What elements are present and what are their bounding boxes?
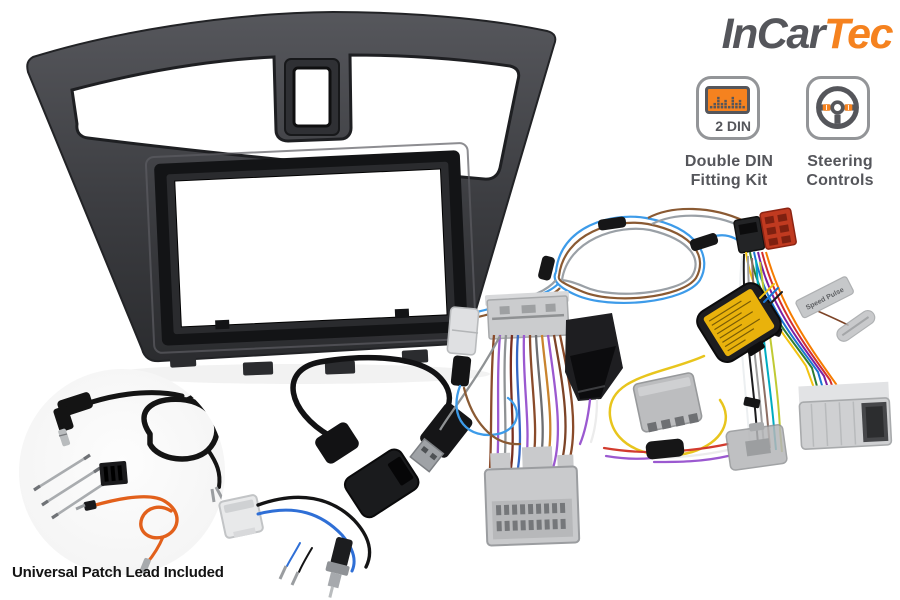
steering-label-line2: Controls	[806, 172, 874, 189]
yellow-wire	[608, 354, 728, 457]
gray-block-connector	[632, 372, 703, 433]
universal-patch-lead-kit	[19, 369, 225, 575]
equalizer-icon	[709, 96, 745, 109]
steering-controls-icon	[806, 76, 870, 140]
two-pin-connector	[446, 306, 522, 446]
wrapped-connector	[565, 313, 623, 446]
double-din-fascia-panel	[26, 10, 557, 376]
radio-multiplug	[484, 290, 570, 340]
double-din-label-line1: Double DIN	[684, 153, 774, 170]
tape-wraps	[538, 216, 719, 281]
steering-wheel-icon	[816, 86, 859, 129]
antenna-adapter-lead	[218, 494, 372, 598]
double-din-label: Double DIN Fitting Kit	[663, 152, 795, 190]
head-unit-screen-icon	[705, 86, 750, 114]
double-din-label-line2: Fitting Kit	[690, 172, 768, 189]
iso-connector	[733, 207, 797, 254]
honda-socket	[798, 381, 893, 450]
steering-controls-label: Steering Controls	[774, 152, 900, 190]
usb-socket	[343, 448, 420, 519]
speed-pulse-tag: Speed Pulse	[795, 276, 876, 342]
vehicle-connector	[483, 446, 581, 547]
module-stub-wires	[759, 283, 783, 307]
din-aerial-plug	[325, 537, 353, 598]
din-opening	[144, 142, 477, 354]
vehicle-wiring-harness: Speed Pulse	[439, 207, 893, 547]
brand-logo-gray: InCar	[721, 10, 826, 58]
orange-patch-lead	[75, 495, 179, 574]
two-din-badge: 2 DIN	[715, 118, 751, 134]
aux-jack-lead	[53, 390, 185, 447]
patch-lead-caption: Universal Patch Lead Included	[12, 564, 224, 581]
brand-logo-orange: Tec	[824, 10, 894, 58]
loom-bundle	[439, 334, 575, 469]
patch-pins	[33, 453, 109, 520]
steering-label-line1: Steering	[807, 153, 873, 170]
double-din-icon: 2 DIN	[696, 76, 760, 140]
usb-retention-cable	[290, 354, 473, 519]
translucent-connector	[602, 421, 788, 471]
mini-connector-block	[99, 460, 128, 486]
usb-plug	[409, 403, 473, 473]
brand-logo: InCarTec	[652, 10, 894, 59]
bullet-terminal	[836, 309, 876, 342]
